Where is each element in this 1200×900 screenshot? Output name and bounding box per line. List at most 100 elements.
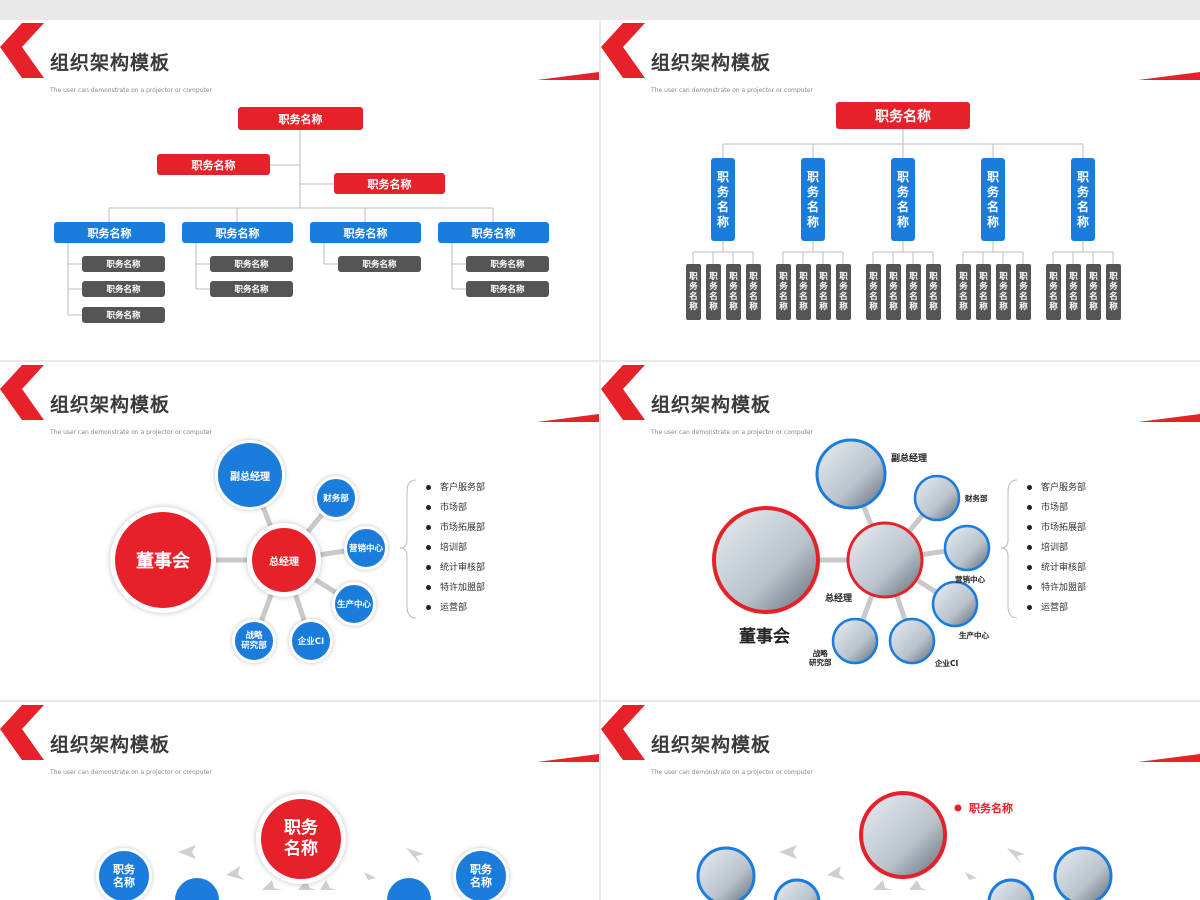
sub-vertical-box[interactable]: 职务名称	[976, 264, 991, 320]
list-item: 统计审核部	[1027, 558, 1086, 578]
sub-vertical-box[interactable]: 职务名称	[686, 264, 701, 320]
sub-vertical-box[interactable]: 职务名称	[1066, 264, 1081, 320]
photo-circles	[696, 791, 1113, 900]
slide-4[interactable]: 组织架构模板 The user can demonstrate on a pro…	[601, 362, 1200, 700]
strategy-circle[interactable]: 战略 研究部	[232, 619, 276, 663]
sub-box[interactable]: 职务名称	[338, 256, 421, 272]
sub-vertical-box[interactable]: 职务名称	[776, 264, 791, 320]
chevron-logo-icon	[0, 705, 44, 760]
sub-vertical-box[interactable]: 职务名称	[1086, 264, 1101, 320]
right-circle[interactable]: 职务 名称	[453, 848, 509, 900]
sub-vertical-box[interactable]: 职务名称	[906, 264, 921, 320]
dept-box-4[interactable]: 职务名称	[438, 222, 549, 243]
photo-circles	[712, 438, 991, 665]
sub-vertical-box[interactable]: 职务名称	[726, 264, 741, 320]
sub-box[interactable]: 职务名称	[210, 256, 293, 272]
sub-vertical-box[interactable]: 职务名称	[956, 264, 971, 320]
dept-vertical-box-2[interactable]: 职务名称	[801, 158, 825, 241]
sub-char: 名	[819, 292, 828, 302]
production-circle[interactable]: 生产中心	[332, 582, 376, 626]
sub-char: 名	[889, 292, 898, 302]
sub-box[interactable]: 职务名称	[82, 256, 165, 272]
board-circle[interactable]: 董事会	[110, 507, 216, 613]
slide-1[interactable]: 组织架构模板 The user can demonstrate on a pro…	[0, 20, 599, 360]
org-top-box[interactable]: 职务名称	[836, 102, 970, 129]
dept-char: 职	[1076, 169, 1089, 184]
sub-vertical-box[interactable]: 职务名称	[746, 264, 761, 320]
sub-vertical-box[interactable]: 职务名称	[886, 264, 901, 320]
slide-6[interactable]: 组织架构模板 The user can demonstrate on a pro…	[601, 702, 1200, 900]
sub-char: 称	[1049, 302, 1058, 312]
dept-box-1[interactable]: 职务名称	[54, 222, 165, 243]
dept-box-2[interactable]: 职务名称	[182, 222, 293, 243]
marketing-circle[interactable]: 营销中心	[344, 526, 388, 570]
vp-circle[interactable]: 副总经理	[215, 440, 285, 510]
sub-char: 职	[1069, 272, 1078, 282]
sub-box[interactable]: 职务名称	[82, 307, 165, 323]
sub-vertical-box[interactable]: 职务名称	[836, 264, 851, 320]
slide-subtitle: The user can demonstrate on a projector …	[651, 769, 813, 776]
left-circle[interactable]: 职务 名称	[96, 848, 152, 900]
dept-list: 客户服务部 市场部 市场拓展部 培训部 统计审核部 特许加盟部 运营部	[426, 478, 485, 618]
gm-circle[interactable]: 总经理	[247, 523, 321, 597]
dept-vertical-box-5[interactable]: 职务名称	[1071, 158, 1095, 241]
sub-box[interactable]: 职务名称	[466, 281, 549, 297]
sub-char: 务	[1089, 282, 1098, 292]
sub-box[interactable]: 职务名称	[82, 281, 165, 297]
center-circle[interactable]: 职务 名称	[256, 794, 346, 884]
corner-accent	[537, 414, 599, 422]
slide-2[interactable]: 组织架构模板 The user can demonstrate on a pro…	[601, 20, 1200, 360]
slide-subtitle: The user can demonstrate on a projector …	[50, 769, 212, 776]
corner-accent	[537, 754, 599, 762]
sub-box[interactable]: 职务名称	[210, 281, 293, 297]
position-label: 职务名称	[969, 802, 1013, 815]
sub-box[interactable]: 职务名称	[466, 256, 549, 272]
sub-vertical-box[interactable]: 职务名称	[1046, 264, 1061, 320]
sub-vertical-box[interactable]: 职务名称	[866, 264, 881, 320]
arrow-icons	[779, 845, 1025, 890]
sub-vertical-box[interactable]: 职务名称	[996, 264, 1011, 320]
list-item: 培训部	[426, 538, 485, 558]
sub-vertical-box[interactable]: 职务名称	[706, 264, 721, 320]
sub-vertical-box[interactable]: 职务名称	[926, 264, 941, 320]
dept-char: 称	[806, 214, 819, 229]
corner-accent	[1138, 414, 1200, 422]
sub-vertical-box[interactable]: 职务名称	[1016, 264, 1031, 320]
partial-circle-right	[387, 878, 431, 900]
slide-3[interactable]: 组织架构模板 The user can demonstrate on a pro…	[0, 362, 599, 700]
org-left-box[interactable]: 职务名称	[157, 154, 270, 175]
marketing-label: 营销中心	[955, 575, 985, 584]
sub-char: 名	[709, 292, 718, 302]
sub-vertical-box[interactable]: 职务名称	[816, 264, 831, 320]
sub-char: 名	[839, 292, 848, 302]
dept-vertical-box-3[interactable]: 职务名称	[891, 158, 915, 241]
dept-char: 职	[716, 169, 729, 184]
board-label: 董事会	[739, 627, 790, 647]
list-item: 市场部	[1027, 498, 1086, 518]
dept-vertical-box-1[interactable]: 职务名称	[711, 158, 735, 241]
slide-5[interactable]: 组织架构模板 The user can demonstrate on a pro…	[0, 702, 599, 900]
org-right-box[interactable]: 职务名称	[334, 173, 445, 194]
list-item: 运营部	[1027, 598, 1086, 618]
dept-char: 称	[1076, 214, 1089, 229]
brand-circle[interactable]: 企业CI	[289, 619, 333, 663]
sub-char: 务	[819, 282, 828, 292]
production-label: 生产中心	[959, 631, 989, 640]
dept-vertical-box-4[interactable]: 职务名称	[981, 158, 1005, 241]
sub-vertical-box[interactable]: 职务名称	[1106, 264, 1121, 320]
sub-char: 称	[959, 302, 968, 312]
slide-subtitle: The user can demonstrate on a projector …	[50, 429, 212, 436]
dept-box-3[interactable]: 职务名称	[310, 222, 421, 243]
sub-vertical-box[interactable]: 职务名称	[796, 264, 811, 320]
chevron-logo-icon	[0, 365, 44, 420]
sub-char: 称	[1019, 302, 1028, 312]
finance-circle[interactable]: 财务部	[314, 476, 358, 520]
sub-char: 称	[1089, 302, 1098, 312]
slide-2-graphics	[601, 23, 1200, 264]
sub-char: 务	[839, 282, 848, 292]
sub-char: 务	[1109, 282, 1118, 292]
org-top-box[interactable]: 职务名称	[238, 107, 363, 130]
corner-accent	[537, 72, 599, 80]
sub-char: 称	[689, 302, 698, 312]
sub-char: 名	[909, 292, 918, 302]
